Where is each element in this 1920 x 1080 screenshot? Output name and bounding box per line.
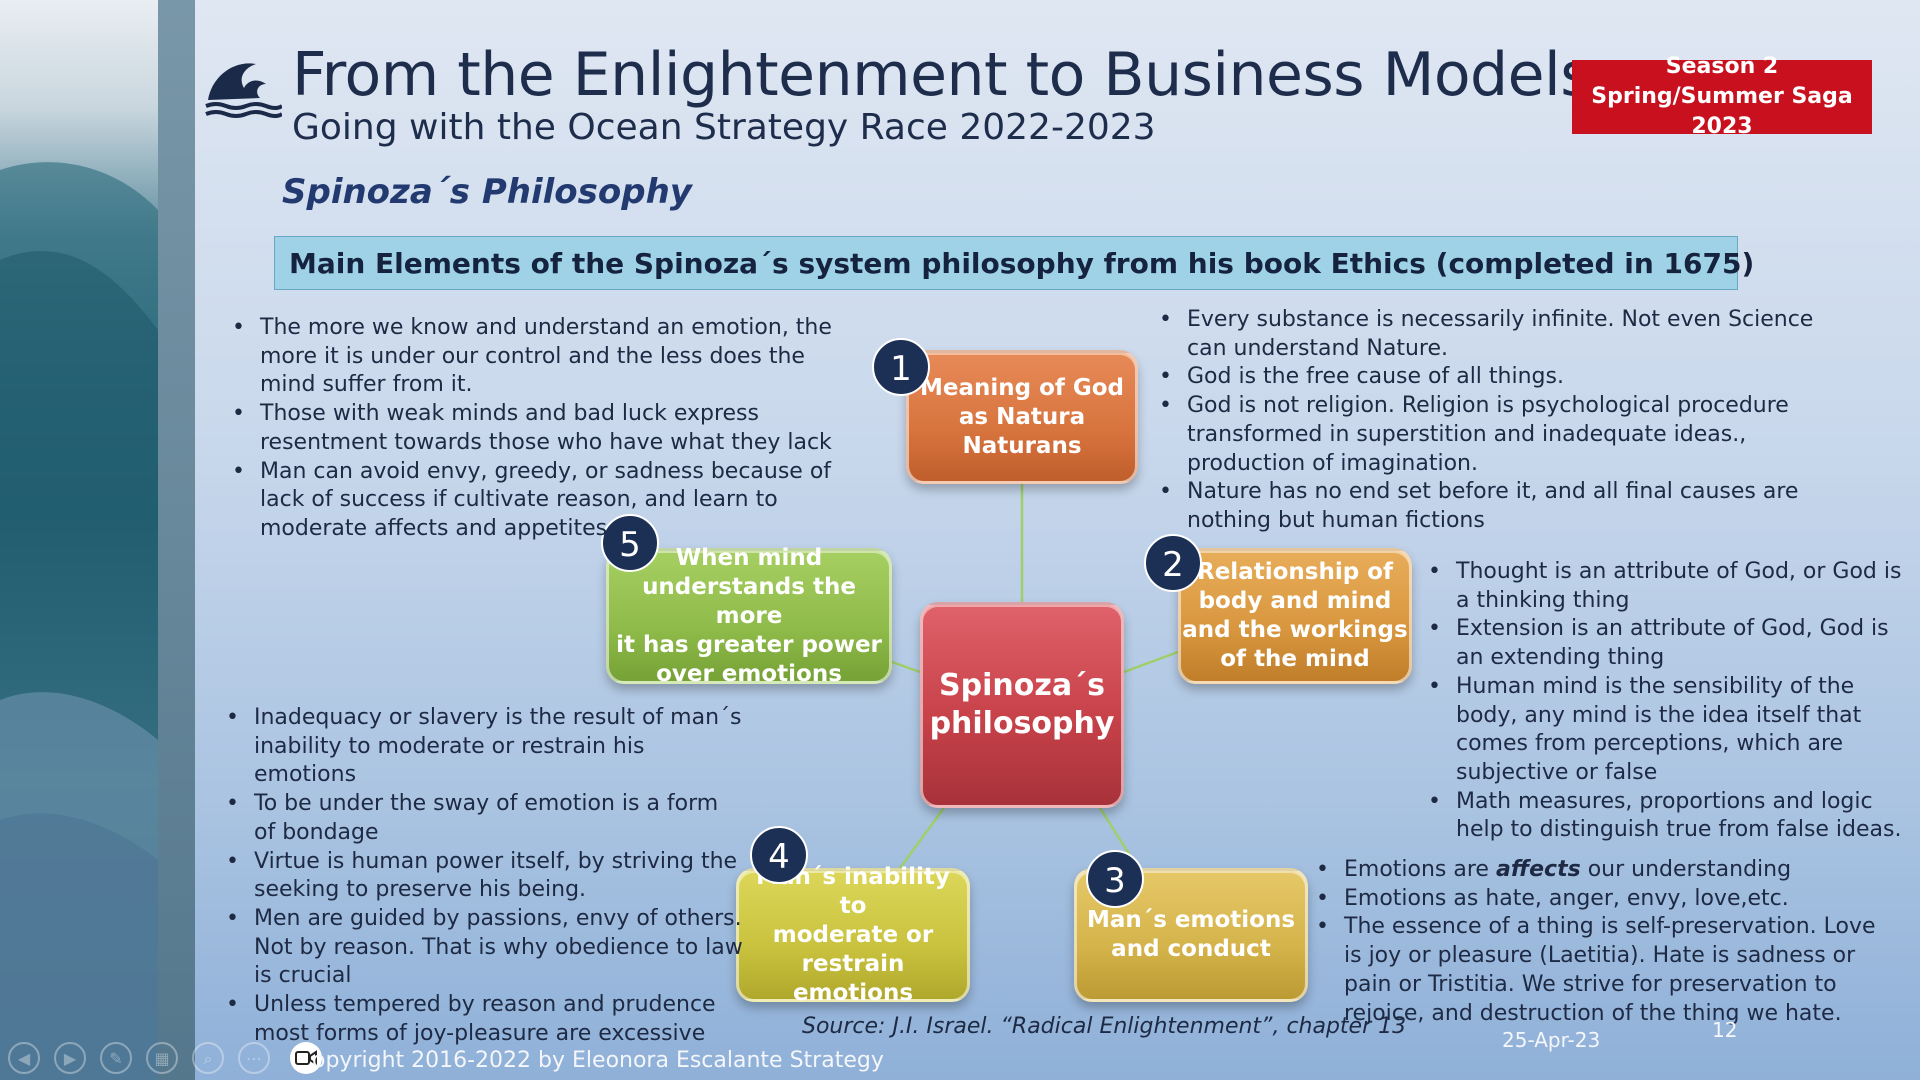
node-4-box: Man´s inability to moderate or restrain … bbox=[736, 864, 970, 1006]
season-badge-line1: Season 2 bbox=[1665, 54, 1779, 79]
slideshow-controls: ◀ ▶ ✎ ▦ ⌕ ⋯ bbox=[8, 1042, 270, 1074]
node-1-line1: Meaning of God bbox=[919, 374, 1125, 401]
ocean-wave-image bbox=[0, 0, 158, 1080]
bullet-item: The more we know and understand an emoti… bbox=[232, 314, 832, 400]
node-5-line1: When mind bbox=[675, 544, 823, 571]
slide-date: 25-Apr-23 bbox=[1502, 1028, 1601, 1052]
bullet-item: Human mind is the sensibility of the bod… bbox=[1428, 673, 1916, 788]
slide-subtitle: Going with the Ocean Strategy Race 2022-… bbox=[292, 107, 1156, 148]
center-node-line1: Spinoza´s bbox=[939, 668, 1105, 703]
center-node-line2: philosophy bbox=[929, 706, 1115, 741]
bullet-item: Extension is an attribute of God, God is… bbox=[1428, 615, 1916, 672]
copyright-text: opyright 2016-2022 by Eleonora Escalante… bbox=[312, 1048, 884, 1073]
node-2-number: 2 bbox=[1144, 534, 1202, 592]
bullet-item: Unless tempered by reason and prudence m… bbox=[226, 991, 746, 1048]
bullets-top-right: Every substance is necessarily infinite.… bbox=[1159, 306, 1849, 536]
node-2-line3: and the workings bbox=[1182, 617, 1408, 643]
node-1-line2: as Natura bbox=[958, 403, 1086, 430]
bullet-text: our understanding bbox=[1580, 857, 1792, 882]
bullet-item: God is not religion. Religion is psychol… bbox=[1159, 392, 1849, 478]
bullet-item: Those with weak minds and bad luck expre… bbox=[232, 400, 832, 457]
node-4-line3: restrain emotions bbox=[792, 950, 914, 1006]
bullets-top-left: The more we know and understand an emoti… bbox=[232, 314, 832, 544]
bullet-item: Virtue is human power itself, by strivin… bbox=[226, 848, 746, 905]
node-5-line3: it has greater power bbox=[616, 631, 882, 658]
connector-2 bbox=[1123, 650, 1179, 674]
bullet-item: God is the free cause of all things. bbox=[1159, 363, 1849, 392]
bullets-bottom-left: Inadequacy or slavery is the result of m… bbox=[226, 704, 746, 1048]
bullet-item: The essence of a thing is self-preservat… bbox=[1316, 913, 1876, 1028]
decorative-side-bar bbox=[158, 0, 195, 1080]
bullet-item: Men are guided by passions, envy of othe… bbox=[226, 905, 746, 991]
bullet-item: Nature has no end set before it, and all… bbox=[1159, 478, 1849, 535]
season-badge-line2: Spring/Summer Saga 2023 bbox=[1591, 84, 1853, 139]
node-5-box: When mind understands the more it has gr… bbox=[606, 545, 892, 687]
slides-grid-icon[interactable]: ▦ bbox=[146, 1042, 178, 1074]
node-1-box: Meaning of God as Natura Naturans bbox=[906, 350, 1138, 484]
node-1-line3: Naturans bbox=[962, 432, 1082, 459]
node-4-number: 4 bbox=[750, 826, 808, 884]
record-video-icon[interactable] bbox=[290, 1042, 322, 1074]
node-2-line4: of the mind bbox=[1220, 646, 1370, 672]
bullet-text: Emotions are bbox=[1344, 857, 1496, 882]
zoom-icon[interactable]: ⌕ bbox=[192, 1042, 224, 1074]
bullet-item: Inadequacy or slavery is the result of m… bbox=[226, 704, 746, 790]
bullet-item: Man can avoid envy, greedy, or sadness b… bbox=[232, 458, 832, 544]
node-3-number: 3 bbox=[1086, 850, 1144, 908]
bullet-item: To be under the sway of emotion is a for… bbox=[226, 790, 746, 847]
wave-icon bbox=[204, 58, 284, 120]
slide-number: 12 bbox=[1712, 1018, 1738, 1042]
bullet-item: Emotions are affects our understanding bbox=[1316, 856, 1876, 885]
bullets-bottom-right: Emotions are affects our understanding E… bbox=[1316, 856, 1876, 1028]
emphasis-text: affects bbox=[1495, 857, 1581, 882]
section-title: Spinoza´s Philosophy bbox=[282, 172, 692, 212]
center-node: Spinoza´s philosophy bbox=[920, 602, 1124, 808]
main-elements-banner: Main Elements of the Spinoza´s system ph… bbox=[274, 236, 1754, 290]
previous-slide-icon[interactable]: ◀ bbox=[8, 1042, 40, 1074]
next-slide-icon[interactable]: ▶ bbox=[54, 1042, 86, 1074]
node-1-number: 1 bbox=[872, 338, 930, 396]
season-badge: Season 2 Spring/Summer Saga 2023 bbox=[1572, 54, 1872, 139]
node-3-line2: and conduct bbox=[1111, 936, 1271, 962]
source-citation: Source: J.I. Israel. “Radical Enlightenm… bbox=[802, 1014, 1407, 1039]
slide-title: From the Enlightenment to Business Model… bbox=[292, 40, 1591, 110]
more-options-icon[interactable]: ⋯ bbox=[238, 1042, 270, 1074]
node-4-line2: moderate or bbox=[772, 921, 934, 948]
pen-icon[interactable]: ✎ bbox=[100, 1042, 132, 1074]
connector-4 bbox=[898, 807, 946, 869]
node-2-box: Relationship of body and mind and the wo… bbox=[1178, 548, 1412, 684]
node-5-line2: understands the more bbox=[642, 573, 856, 629]
node-3-line1: Man´s emotions bbox=[1086, 907, 1296, 933]
bullet-item: Thought is an attribute of God, or God i… bbox=[1428, 558, 1916, 615]
bullet-item: Emotions as hate, anger, envy, love,etc. bbox=[1316, 885, 1876, 914]
bullets-mid-right: Thought is an attribute of God, or God i… bbox=[1428, 558, 1916, 845]
node-2-line1: Relationship of bbox=[1197, 559, 1393, 585]
bullet-item: Math measures, proportions and logic hel… bbox=[1428, 788, 1916, 845]
connector-5 bbox=[891, 660, 921, 674]
node-2-line2: body and mind bbox=[1198, 588, 1392, 614]
bullet-item: Every substance is necessarily infinite.… bbox=[1159, 306, 1849, 363]
node-5-line4: over emotions bbox=[656, 660, 842, 687]
